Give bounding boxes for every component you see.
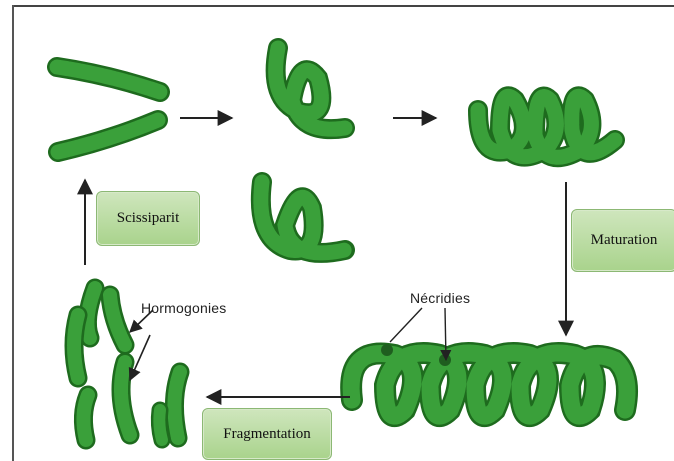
necridies-annotation: Nécridies — [410, 290, 470, 306]
hormogonies-annotation: Hormogonies — [141, 300, 226, 316]
filament-coil-top-right — [478, 96, 615, 157]
necridium-marker — [381, 344, 393, 356]
necridies-pointer-1 — [390, 308, 422, 342]
filament-helix-bottom-right — [351, 344, 627, 416]
scissiparity-step-box: Scissiparit — [96, 191, 200, 246]
filament-coil-middle — [261, 182, 345, 253]
scissiparity-label: Scissiparit — [117, 210, 180, 227]
fragmentation-step-box: Fragmentation — [202, 408, 332, 460]
filament-pair-top-left — [57, 67, 160, 152]
maturation-step-box: Maturation — [571, 209, 674, 272]
necridies-pointer-2 — [445, 308, 446, 360]
fragmentation-label: Fragmentation — [223, 426, 310, 443]
maturation-label: Maturation — [591, 232, 658, 249]
filament-coil-top-middle — [276, 48, 345, 129]
necridium-marker — [439, 354, 451, 366]
